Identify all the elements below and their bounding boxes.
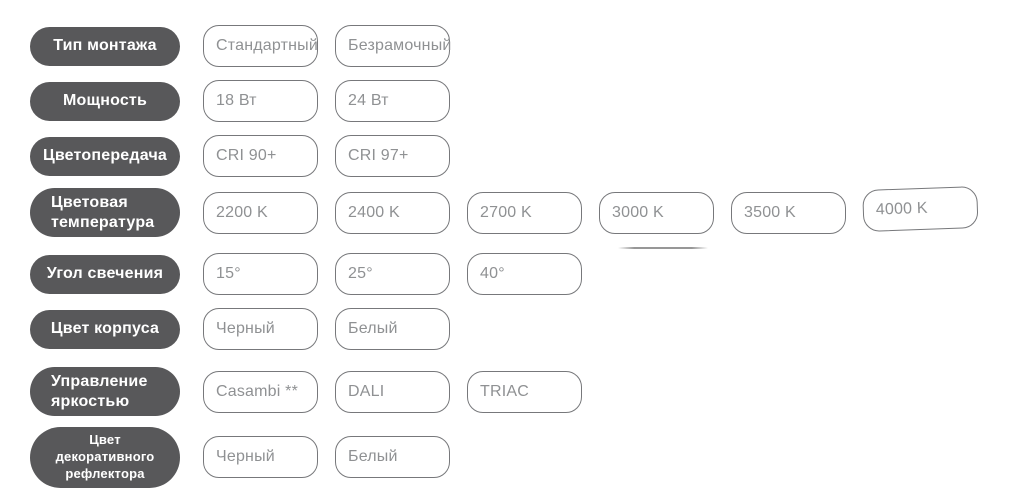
option-frameless-button[interactable]: Безрамочный: [335, 25, 451, 67]
option-18w-button[interactable]: 18 Вт: [203, 80, 318, 122]
options-group-power: 18 Вт 24 Вт: [203, 80, 450, 122]
option-2700k-button[interactable]: 2700 K: [467, 191, 582, 234]
options-group-color-temperature: 2200 K 2400 K 2700 K 3000 K 3500 K 4000 …: [203, 185, 979, 234]
config-row-mounting-type: Тип монтажа Стандартный Безрамочный: [30, 25, 1024, 67]
option-4000k-button[interactable]: 4000 K: [862, 185, 979, 232]
option-body-white-button[interactable]: Белый: [335, 308, 450, 351]
row-label-color-temperature: Цветовая температура: [30, 188, 180, 238]
row-label-body-color: Цвет корпуса: [30, 309, 180, 349]
options-group-body-color: Черный Белый: [203, 308, 450, 351]
option-reflector-black-button[interactable]: Черный: [203, 436, 318, 479]
options-group-color-rendering: CRI 90+ CRI 97+: [203, 135, 450, 177]
row-label-power: Мощность: [30, 81, 180, 121]
config-row-color-temperature: Цветовая температура 2200 K 2400 K 2700 …: [30, 185, 1024, 238]
config-row-reflector-color: Цвет декоративного рефлектора Черный Бел…: [30, 427, 1024, 488]
row-label-mounting-type: Тип монтажа: [30, 26, 180, 66]
config-row-body-color: Цвет корпуса Черный Белый: [30, 308, 1024, 351]
row-label-beam-angle: Угол свечения: [30, 254, 180, 294]
option-2400k-button[interactable]: 2400 K: [335, 191, 450, 234]
config-row-color-rendering: Цветопередача CRI 90+ CRI 97+: [30, 135, 1024, 177]
options-group-reflector-color: Черный Белый: [203, 436, 450, 479]
option-triac-button[interactable]: TRIAC: [467, 370, 582, 413]
row-label-color-rendering: Цветопередача: [30, 136, 180, 176]
option-24w-button[interactable]: 24 Вт: [335, 80, 450, 122]
options-group-beam-angle: 15° 25° 40°: [203, 253, 582, 296]
option-dali-button[interactable]: DALI: [335, 370, 450, 413]
options-group-mounting-type: Стандартный Безрамочный: [203, 25, 451, 67]
option-15deg-button[interactable]: 15°: [203, 253, 318, 296]
option-40deg-button[interactable]: 40°: [467, 253, 582, 296]
config-row-power: Мощность 18 Вт 24 Вт: [30, 80, 1024, 122]
options-group-dimming-control: Casambi ** DALI TRIAC: [203, 370, 582, 413]
config-row-beam-angle: Угол свечения 15° 25° 40°: [30, 253, 1024, 296]
option-cri90-button[interactable]: CRI 90+: [203, 135, 318, 177]
row-label-reflector-color: Цвет декоративного рефлектора: [30, 427, 180, 488]
option-2200k-button[interactable]: 2200 K: [203, 191, 318, 234]
divider-line: [618, 247, 708, 249]
option-25deg-button[interactable]: 25°: [335, 253, 450, 296]
row-label-dimming-control: Управление яркостью: [30, 367, 180, 417]
option-standard-button[interactable]: Стандартный: [203, 25, 318, 67]
option-3500k-button[interactable]: 3500 K: [731, 191, 846, 234]
config-row-dimming-control: Управление яркостью Casambi ** DALI TRIA…: [30, 367, 1024, 417]
option-body-black-button[interactable]: Черный: [203, 308, 318, 351]
option-reflector-white-button[interactable]: Белый: [335, 436, 450, 479]
option-casambi-button[interactable]: Casambi **: [203, 370, 318, 413]
option-cri97-button[interactable]: CRI 97+: [335, 135, 450, 177]
option-3000k-button[interactable]: 3000 K: [599, 191, 714, 234]
